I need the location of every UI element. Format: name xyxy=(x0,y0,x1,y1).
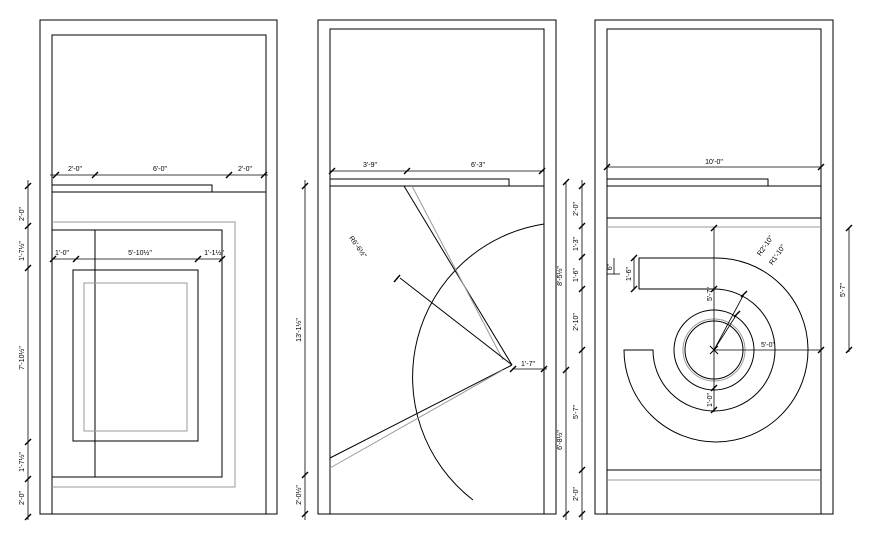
right-far-vert: 5'-7" xyxy=(840,283,847,297)
middle-outer-frame xyxy=(317,19,557,515)
middle-radius-label: R6'-6½" xyxy=(347,234,368,259)
middle-top-dim-1: 3'-9" xyxy=(363,162,377,169)
left-vert-4: 1'-7½" xyxy=(18,452,26,472)
panel-middle: 3'-9" 6'-3" R6'-6½" 1'-7" 13'-1½" 2'-0½" xyxy=(295,19,557,520)
middle-big-arc xyxy=(412,223,545,501)
right-vert-2: 1'-3" xyxy=(573,237,580,251)
left-inner-dim-1: 1'-0" xyxy=(55,250,69,257)
right-radius-1-label: R2'-10" xyxy=(756,234,775,257)
right-vert-3: 1'-6" xyxy=(573,268,580,282)
middle-vert-2: 2'-0½" xyxy=(295,485,303,505)
left-outer-frame xyxy=(39,19,278,515)
left-top-dim-3: 2'-0" xyxy=(238,166,252,173)
right-vert-6: 2'-0" xyxy=(573,487,580,501)
middle-fan-line-3 xyxy=(329,364,513,459)
middle-vert-1: 13'-1½" xyxy=(295,318,303,342)
right-center-h-label: 5'-0" xyxy=(761,342,775,349)
left-inner-rect xyxy=(52,229,223,478)
right-radius-line-2 xyxy=(713,313,738,351)
middle-fan-line-2 xyxy=(411,185,504,361)
between-vert-2: 6'-8½" xyxy=(556,430,564,450)
left-vert-3: 7'-10½" xyxy=(18,346,26,370)
left-vert-2: 1'-7½" xyxy=(18,241,26,261)
middle-fan-line-1 xyxy=(403,185,513,366)
left-grey-outline xyxy=(52,221,236,488)
right-small-2: 1'-6" xyxy=(626,267,633,281)
left-inner-dim-2: 5'-10½" xyxy=(128,249,152,257)
middle-fan-line-4 xyxy=(329,369,504,469)
left-window-outer xyxy=(72,269,199,442)
right-vert-4: 2'-10" xyxy=(573,313,580,331)
left-vert-1: 2'-0" xyxy=(19,207,26,221)
left-window-inner xyxy=(83,282,188,432)
left-vert-5: 2'-0" xyxy=(19,491,26,505)
right-small-1: 6" xyxy=(607,263,614,270)
right-spiral-outline xyxy=(623,257,809,443)
middle-point-dim: 1'-7" xyxy=(521,361,535,368)
between-vert-1: 8'-5½" xyxy=(556,266,564,286)
middle-radius-line xyxy=(399,277,513,366)
middle-shelf-step xyxy=(330,178,510,186)
right-vert-5: 5'-7" xyxy=(573,405,580,419)
right-vert-1: 2'-0" xyxy=(573,202,580,216)
left-top-dim-1: 2'-0" xyxy=(68,166,82,173)
right-radius-2-label: R1'-10" xyxy=(768,243,787,266)
right-top-dim: 10'-0" xyxy=(705,159,723,166)
left-shelf-step xyxy=(52,184,213,192)
right-inner-r-label: 1'-0" xyxy=(707,393,714,407)
left-inner-dim-3: 1'-1½" xyxy=(204,249,224,257)
panel-right: 5'-7" 5'-0" 1'-0" R2'-10" R1'-10" 6" 1'-… xyxy=(556,19,853,520)
panel-left: 2'-0" 6'-0" 2'-0" 1'-0" 5'-10½" 1'-1½" 2… xyxy=(18,19,278,521)
right-center-v-label: 5'-7" xyxy=(707,287,714,301)
right-inner-frame xyxy=(606,28,822,515)
left-inner-frame xyxy=(51,34,267,515)
right-shelf-step xyxy=(607,178,769,186)
middle-inner-frame xyxy=(329,28,545,515)
left-top-dim-2: 6'-0" xyxy=(153,166,167,173)
right-radius-line-1 xyxy=(713,293,745,351)
middle-top-dim-2: 6'-3" xyxy=(471,162,485,169)
